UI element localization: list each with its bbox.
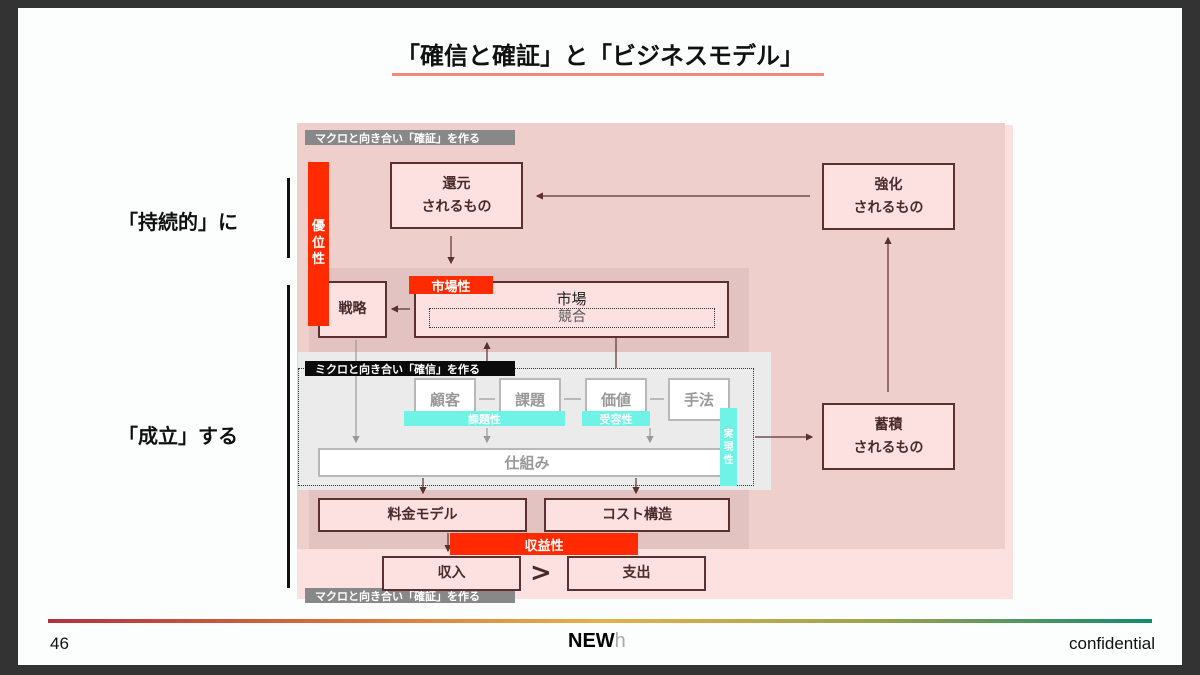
page-number: 46 xyxy=(50,634,69,653)
expense-box: 支出 xyxy=(567,556,706,591)
page-title: 「確信と確証」と「ビジネスモデル」 xyxy=(396,42,804,70)
profitability-badge: 収益性 xyxy=(450,533,638,555)
marketability-badge: 市場性 xyxy=(409,276,493,295)
advantage-char-1: 優 xyxy=(311,218,325,234)
footer-gradient-line xyxy=(48,619,1152,623)
greater-than-sign: > xyxy=(530,558,552,588)
advantage-char-3: 性 xyxy=(311,252,325,268)
logo-light: h xyxy=(614,630,626,652)
competition-box: 競合 xyxy=(429,308,715,328)
market-label: 市場 xyxy=(556,290,587,308)
established-label: 「成立」する xyxy=(118,424,238,448)
feasibility-badge: 実現性 xyxy=(720,408,737,486)
micro-tag: ミクロと向き合い「確信」を作る xyxy=(305,361,515,376)
returned-line1: 還元 xyxy=(442,176,471,193)
returned-box: 還元されるもの xyxy=(390,162,523,229)
method-box: 手法 xyxy=(668,378,730,421)
title-underline xyxy=(392,73,824,76)
macro-tag-bottom: マクロと向き合い「確証」を作る xyxy=(305,588,515,603)
accumulated-line1: 蓄積 xyxy=(874,417,903,434)
strengthened-line2: されるもの xyxy=(853,199,924,216)
accumulated-line2: されるもの xyxy=(853,439,924,456)
revenue-box: 収入 xyxy=(382,556,521,591)
sustained-label: 「持続的」に xyxy=(118,210,238,234)
macro-tag-top: マクロと向き合い「確証」を作る xyxy=(305,130,515,145)
advantage-char-2: 位 xyxy=(311,235,325,251)
feasibility-char-2: 現 xyxy=(723,441,734,453)
pricing-model-box: 料金モデル xyxy=(318,498,527,532)
established-bracket xyxy=(287,285,290,588)
cost-structure-box: コスト構造 xyxy=(544,498,730,532)
advantage-badge: 優位性 xyxy=(308,162,329,326)
sustained-bracket xyxy=(287,178,290,258)
acceptance-badge: 受容性 xyxy=(582,411,650,426)
newh-logo: NEWh xyxy=(568,630,626,653)
logo-bold: NEW xyxy=(568,630,615,652)
strategy-box: 戦略 xyxy=(318,281,387,338)
problem-fit-badge: 課題性 xyxy=(404,411,565,426)
feasibility-char-1: 実 xyxy=(723,428,734,440)
mechanism-box: 仕組み xyxy=(318,448,736,477)
returned-line2: されるもの xyxy=(421,198,492,215)
micro-dotted-border xyxy=(298,368,754,486)
confidential-label: confidential xyxy=(1068,634,1155,653)
feasibility-char-3: 性 xyxy=(723,454,734,466)
strengthened-box: 強化されるもの xyxy=(822,163,955,230)
strengthened-line1: 強化 xyxy=(874,177,903,194)
accumulated-box: 蓄積されるもの xyxy=(822,403,955,470)
